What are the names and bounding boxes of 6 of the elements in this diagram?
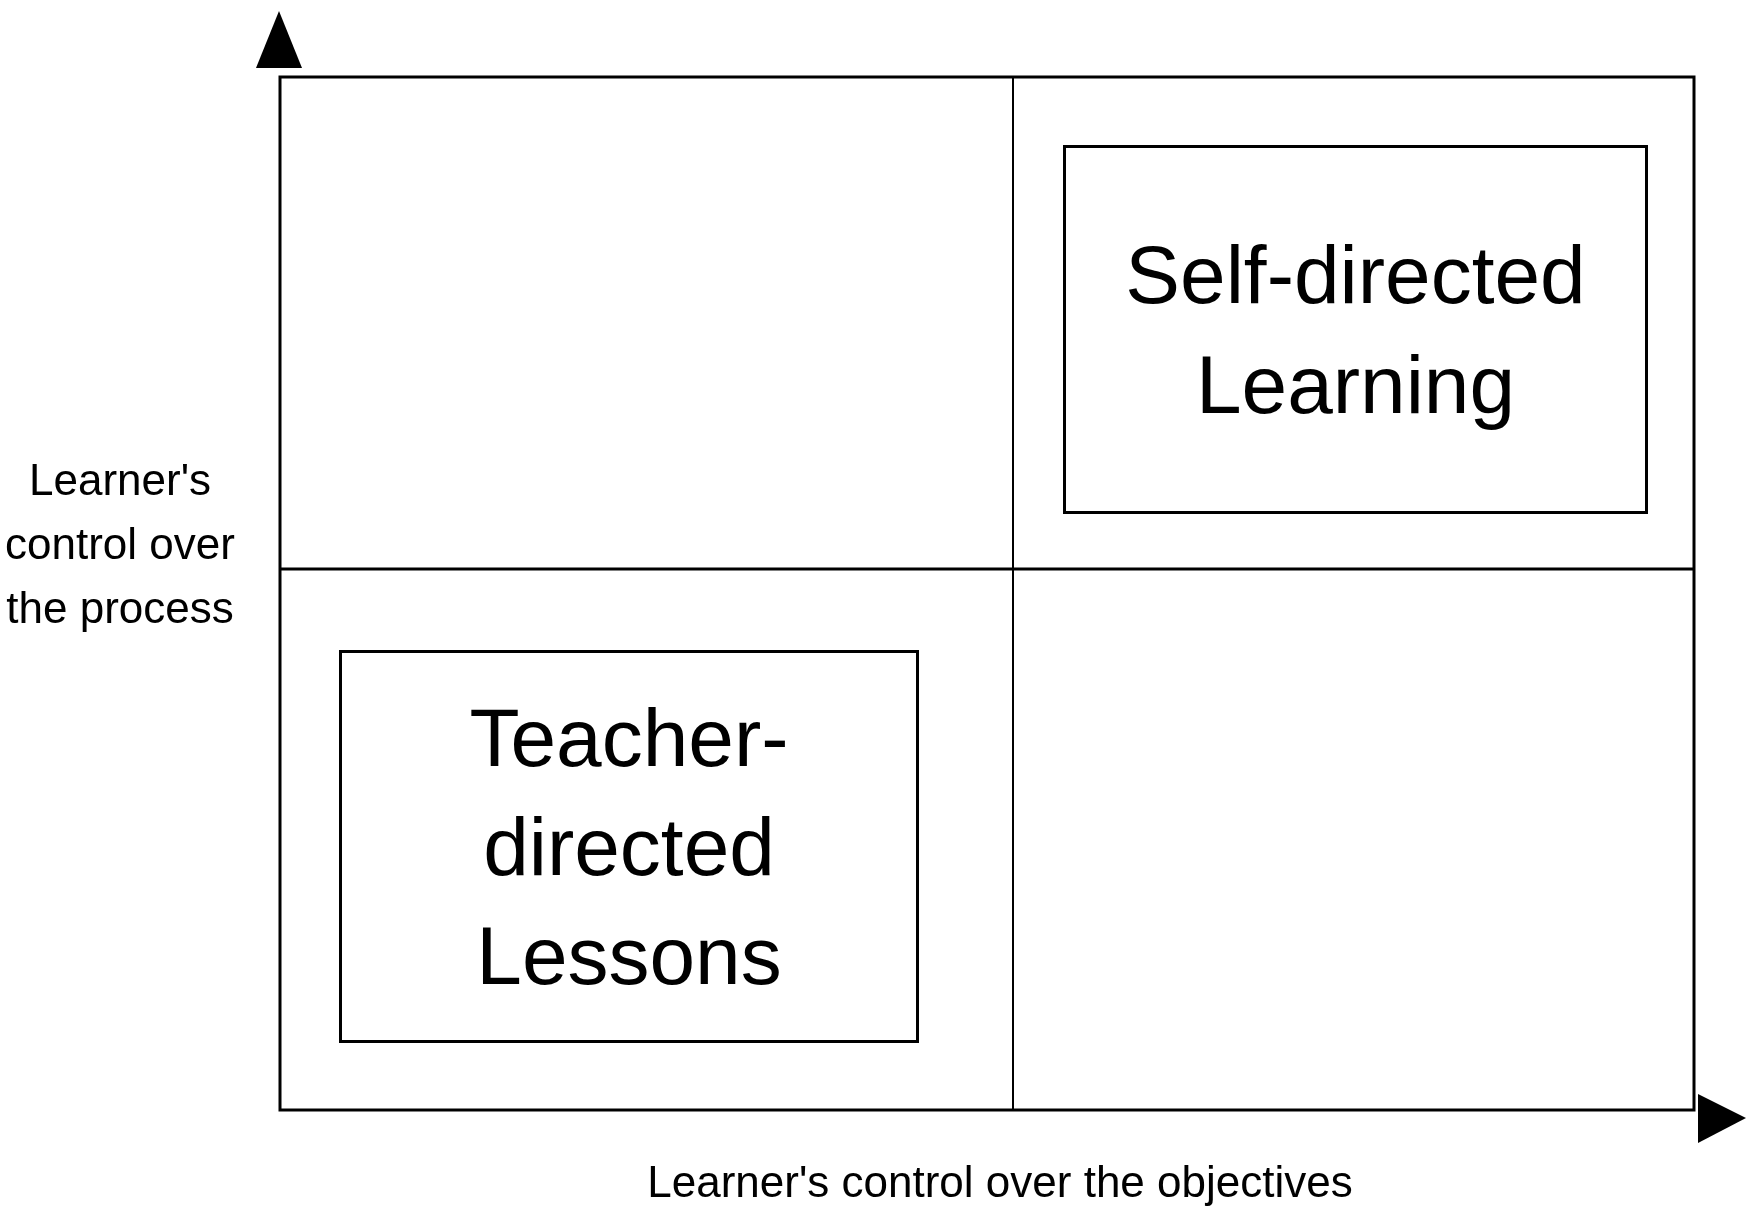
box-label: Self-directed Learning <box>1124 228 1587 432</box>
quadrant-box <box>1063 145 1648 514</box>
x-axis-label: Learner's control over the objectives <box>646 1156 1354 1208</box>
quadrant-box <box>339 650 919 1043</box>
y-axis-label: Learner's control over the process <box>4 454 236 634</box>
box-label: Teacher-directed Lessons <box>468 690 790 1003</box>
